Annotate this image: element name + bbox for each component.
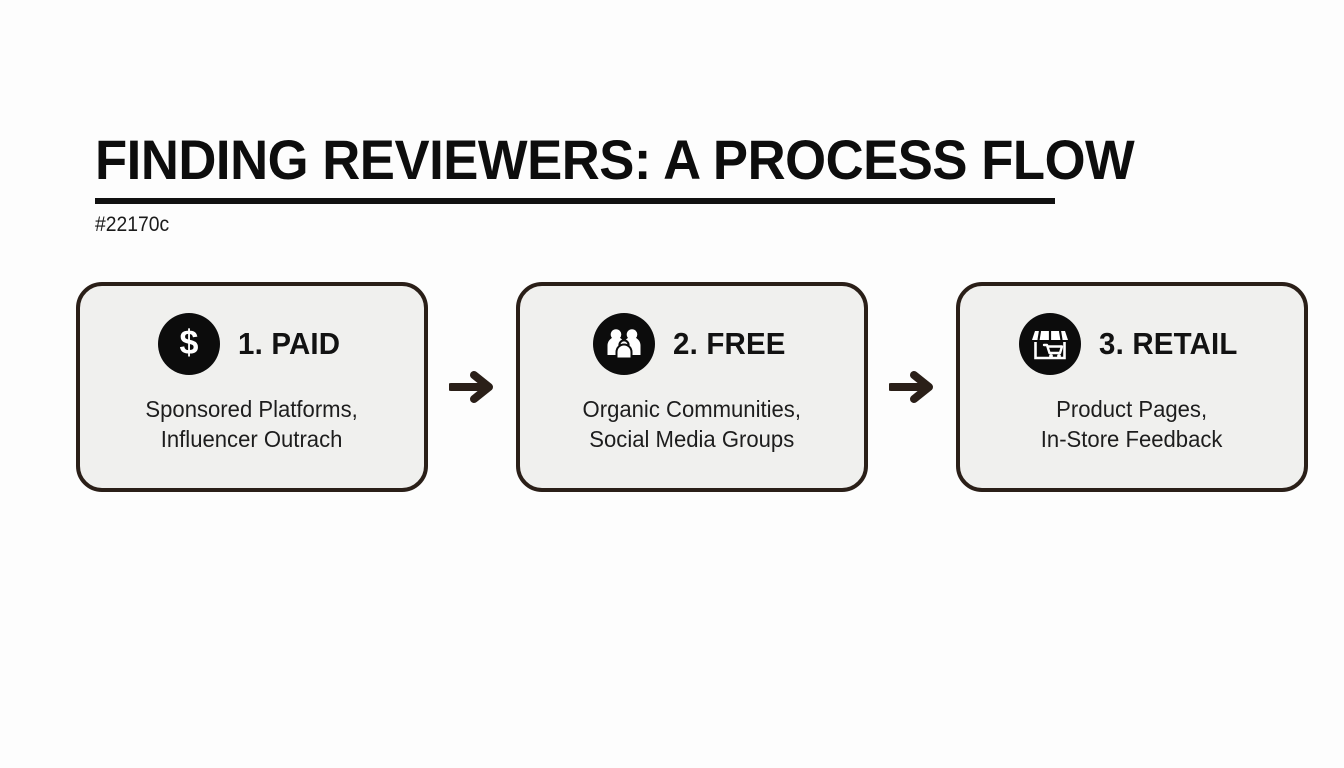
flow-step-title: 3. RETAIL bbox=[1099, 326, 1238, 361]
title-underline-rule bbox=[95, 198, 1055, 204]
description-line-1: Sponsored Platforms, bbox=[145, 396, 359, 422]
flow-step-title: 2. FREE bbox=[672, 326, 786, 361]
description-line-2: Social Media Groups bbox=[589, 426, 795, 452]
storefront-icon bbox=[1019, 313, 1082, 375]
arrow-right-icon bbox=[868, 282, 956, 492]
description-line-1: Organic Communities, bbox=[582, 396, 802, 422]
description-line-2: In-Store Feedback bbox=[1041, 426, 1223, 452]
process-flow-row: $ 1. PAID Sponsored Platforms, Influence… bbox=[76, 281, 1308, 493]
flow-step-title: 1. PAID bbox=[238, 326, 341, 361]
slide-subtitle: #22170c bbox=[95, 213, 170, 236]
description-line-1: Product Pages, bbox=[1056, 396, 1208, 422]
description-line-2: Influencer Outrach bbox=[161, 426, 343, 452]
card-header: $ 1. PAID bbox=[158, 310, 346, 378]
flow-step-description: Organic Communities, Social Media Groups bbox=[566, 394, 819, 454]
svg-text:$: $ bbox=[180, 324, 199, 362]
people-group-icon bbox=[592, 313, 655, 375]
flow-step-description: Product Pages, In-Store Feedback bbox=[1024, 394, 1240, 454]
flow-step-description: Sponsored Platforms, Influencer Outrach bbox=[129, 394, 376, 454]
card-header: 3. RETAIL bbox=[1019, 310, 1245, 378]
dollar-sign-icon: $ bbox=[158, 313, 221, 375]
flow-step-card-free[interactable]: 2. FREE Organic Communities, Social Medi… bbox=[516, 282, 868, 492]
page-title: FINDING REVIEWERS: A PROCESS FLOW bbox=[95, 128, 1135, 191]
slide-header: FINDING REVIEWERS: A PROCESS FLOW #22170… bbox=[95, 128, 1255, 238]
flow-step-card-paid[interactable]: $ 1. PAID Sponsored Platforms, Influence… bbox=[76, 282, 428, 492]
arrow-right-icon bbox=[428, 282, 516, 492]
flow-step-card-retail[interactable]: 3. RETAIL Product Pages, In-Store Feedba… bbox=[956, 282, 1308, 492]
card-header: 2. FREE bbox=[592, 310, 792, 378]
